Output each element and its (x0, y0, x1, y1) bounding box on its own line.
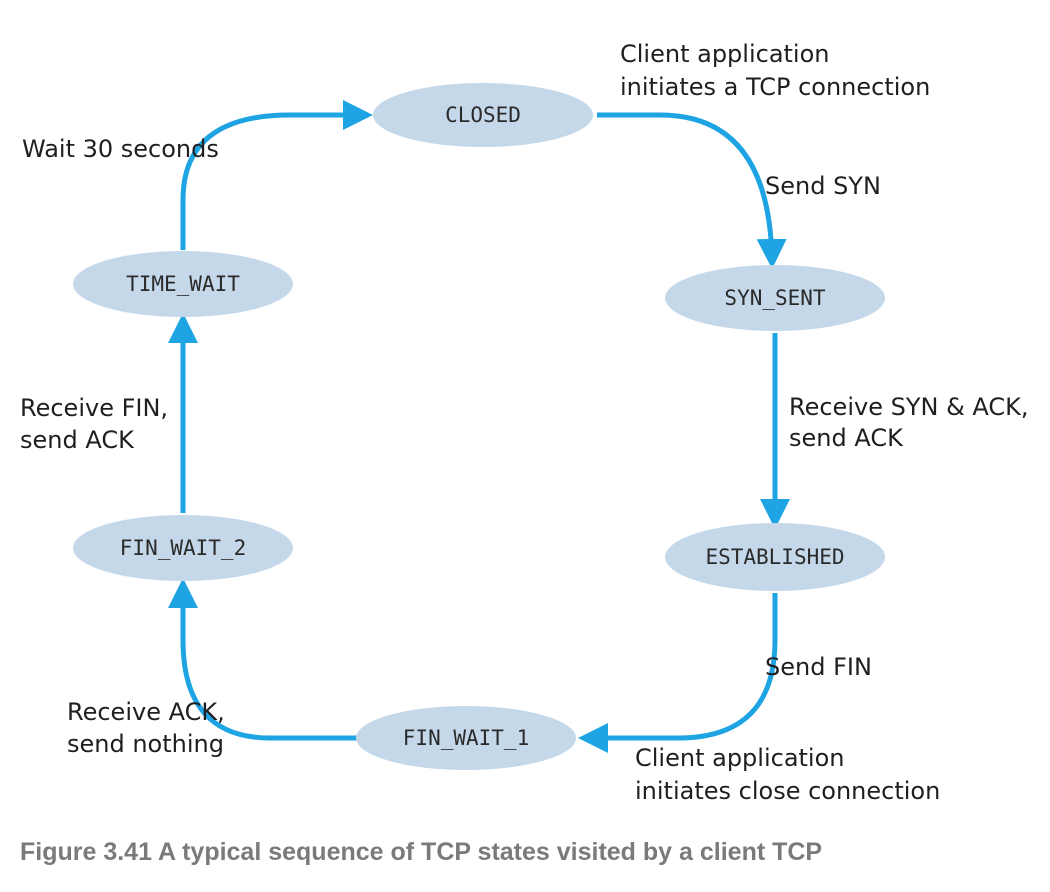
state-fin-wait-1: FIN_WAIT_1 (356, 706, 576, 770)
fin-wait-2-to-time-wait-line-2: send ACK (20, 426, 135, 454)
closed-to-syn-sent-trigger-line-2: initiates a TCP connection (620, 73, 930, 101)
state-closed-label: CLOSED (445, 103, 521, 127)
closed-to-syn-sent-trigger-line-1: Client application (620, 40, 830, 68)
figure-caption: Figure 3.41 A typical sequence of TCP st… (20, 838, 823, 866)
state-time-wait-label: TIME_WAIT (126, 272, 240, 296)
closed-to-syn-sent-action: Send SYN (765, 172, 881, 200)
state-fin-wait-1-label: FIN_WAIT_1 (403, 726, 529, 750)
fin-wait-1-to-fin-wait-2-line-1: Receive ACK, (67, 698, 225, 726)
state-closed: CLOSED (373, 83, 593, 147)
arrow-time-wait-to-closed (180, 100, 374, 250)
state-established: ESTABLISHED (665, 523, 885, 591)
state-fin-wait-2-label: FIN_WAIT_2 (120, 536, 246, 560)
arrow-fin-wait-1-to-fin-wait-2 (168, 577, 358, 741)
established-to-fin-wait-1-trigger-line-2: initiates close connection (635, 777, 940, 805)
established-to-fin-wait-1-trigger-line-1: Client application (635, 744, 845, 772)
state-time-wait: TIME_WAIT (73, 251, 293, 317)
state-established-label: ESTABLISHED (705, 545, 844, 569)
fin-wait-2-to-time-wait-line-1: Receive FIN, (20, 394, 168, 422)
established-to-fin-wait-1-action: Send FIN (765, 653, 872, 681)
syn-sent-to-established-line-2: send ACK (789, 424, 904, 452)
time-wait-to-closed-label: Wait 30 seconds (22, 135, 219, 163)
state-syn-sent-label: SYN_SENT (724, 286, 826, 310)
arrow-closed-to-syn-sent (597, 112, 787, 269)
fin-wait-1-to-fin-wait-2-line-2: send nothing (67, 730, 224, 758)
syn-sent-to-established-line-1: Receive SYN & ACK, (789, 393, 1029, 421)
state-fin-wait-2: FIN_WAIT_2 (73, 515, 293, 581)
state-syn-sent: SYN_SENT (665, 265, 885, 331)
arrow-established-to-fin-wait-1 (577, 593, 778, 753)
